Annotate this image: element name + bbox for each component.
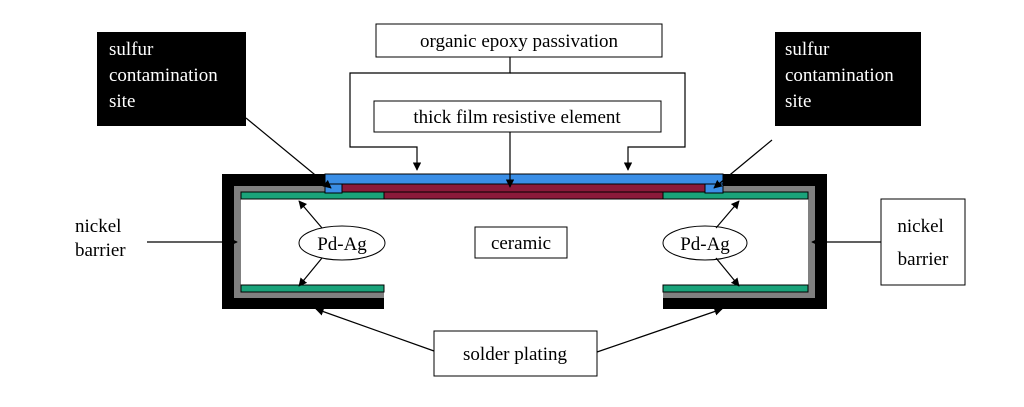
sulfur-right-label: sulfur contamination site <box>785 39 898 112</box>
solder-right-arrow <box>596 307 723 353</box>
nickel-left-label: nickel barrier <box>75 216 126 261</box>
sulfur-right-box <box>775 32 921 126</box>
pdag-left-arrow-down <box>298 257 323 287</box>
thick-film-label-box <box>373 100 662 133</box>
pdag-left-ellipse <box>298 225 386 261</box>
sulfur-left-box <box>97 32 246 126</box>
thick-film-label: thick film resistive element <box>413 107 621 128</box>
pdag-left-arrow-up <box>298 200 323 229</box>
resistive-element <box>341 183 706 193</box>
epoxy-right-end <box>704 183 724 194</box>
pdag-right-arrow-down <box>715 257 740 287</box>
epoxy-passivation <box>324 173 724 185</box>
pdag-right-arrow-up <box>715 200 740 229</box>
ceramic-label-box <box>474 226 568 259</box>
organic-epoxy-label-box <box>375 23 663 58</box>
resistive-under-left <box>383 191 664 200</box>
epoxy-bracket-right <box>510 72 686 171</box>
organic-epoxy-label: organic epoxy passivation <box>420 31 619 52</box>
sulfur-left-arrow <box>245 117 332 189</box>
pdag-right-ellipse <box>662 225 748 261</box>
nickel-right-label: nickel barrier <box>897 216 949 270</box>
epoxy-bracket <box>349 57 511 171</box>
solder-label-box <box>433 330 598 377</box>
pdag-left-label: Pd-Ag <box>317 234 367 255</box>
solder-label: solder plating <box>463 344 567 365</box>
pdag-bottom-right <box>662 284 809 293</box>
sulfur-left-label: sulfur contamination site <box>109 39 222 112</box>
pdag-top-right <box>662 191 809 200</box>
nickel-right-box <box>880 198 966 286</box>
pdag-top-left <box>240 191 385 200</box>
ceramic-label: ceramic <box>491 233 551 254</box>
sulfur-right-arrow <box>713 139 773 189</box>
pdag-bottom-left <box>240 284 385 293</box>
pdag-right-label: Pd-Ag <box>680 234 730 255</box>
solder-left-arrow <box>315 307 435 352</box>
